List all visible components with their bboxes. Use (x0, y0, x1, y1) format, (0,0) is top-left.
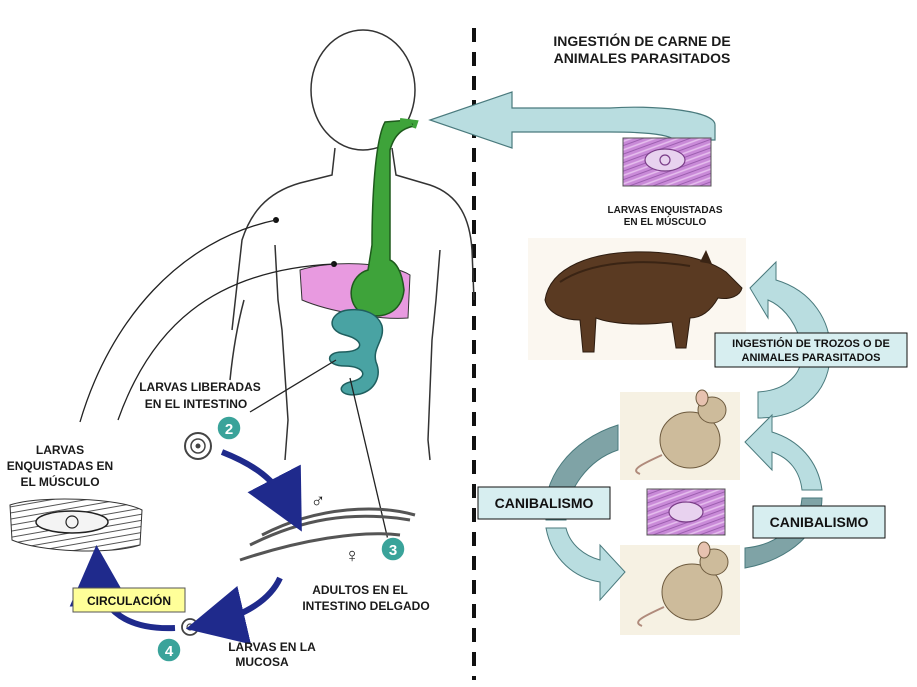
larvas-musculo-right-line2: EN EL MÚSCULO (624, 215, 707, 228)
ingestion-trozos-line2: ANIMALES PARASITADOS (742, 352, 881, 364)
step-number-3: 3 (389, 542, 397, 559)
male-symbol: ♂ (311, 490, 326, 512)
rat-image-top (620, 389, 740, 480)
pointer-line-step3 (349, 377, 389, 541)
cycle-arrow-4-to-muscle (69, 545, 176, 632)
ingestion-trozos-box (714, 332, 908, 368)
canibalismo-arrow-left-bottom (545, 527, 626, 602)
cyst-icon (644, 148, 686, 172)
larvas-mucosa-line2: MUCOSA (235, 655, 289, 669)
circulacion-label: CIRCULACIÓN (87, 593, 171, 608)
canibalismo-box-left (477, 486, 611, 520)
larvas-musculo-right-line1: LARVAS ENQUISTADAS (607, 205, 722, 216)
ingestion-trozos-line1: INGESTIÓN DE TROZOS O DE (732, 337, 890, 350)
ingestion-title-line1: INGESTIÓN DE CARNE DE (553, 32, 730, 49)
cycle-arrow-2-to-3 (220, 449, 302, 532)
larvas-enquistadas-left-line3: EL MÚSCULO (20, 474, 99, 489)
esophagus-organ (350, 119, 416, 317)
step-number-2: 2 (225, 421, 233, 438)
step-badge-3 (380, 536, 406, 562)
step-badge-4 (156, 637, 182, 663)
female-symbol: ♀ (345, 545, 360, 567)
larvas-enquistadas-left-line1: LARVAS (36, 443, 84, 457)
pointer-line-step2 (249, 359, 337, 413)
pointer-line-diaphragm (117, 263, 335, 421)
canibalismo-right-label: CANIBALISMO (770, 514, 869, 530)
larvas-mucosa-line1: LARVAS EN LA (228, 640, 316, 654)
ingestion-title-line2: ANIMALES PARASITADOS (554, 50, 731, 66)
mouth-stroke (399, 118, 419, 129)
canibalismo-box-right (752, 505, 886, 539)
ingestion-arrow (428, 91, 716, 149)
canibalismo-arrow-right-top (744, 413, 823, 491)
circulacion-box (72, 587, 186, 613)
canibalismo-left-label: CANIBALISMO (495, 495, 594, 511)
larva-coiled-icon (184, 432, 212, 460)
boar-image (528, 238, 746, 360)
intestine-organ (328, 308, 384, 396)
larvas-liberadas-line2: EN EL INTESTINO (145, 397, 247, 411)
pointer-line-muscle (79, 219, 277, 423)
larvas-liberadas-line1: LARVAS LIBERADAS (139, 380, 261, 394)
larvas-enquistadas-left-line2: ENQUISTADAS EN (7, 459, 113, 473)
adultos-line2: INTESTINO DELGADO (302, 599, 429, 613)
human-silhouette (229, 29, 475, 461)
cycle-arrow-3-to-4 (185, 576, 283, 645)
rat-image-bottom (620, 541, 740, 635)
step-badge-2 (216, 415, 242, 441)
step-number-4: 4 (165, 643, 174, 660)
adultos-line1: ADULTOS EN EL (312, 583, 408, 597)
muscle-cyst-left-icon (9, 498, 143, 552)
larva-mucosa-icon (181, 618, 199, 636)
